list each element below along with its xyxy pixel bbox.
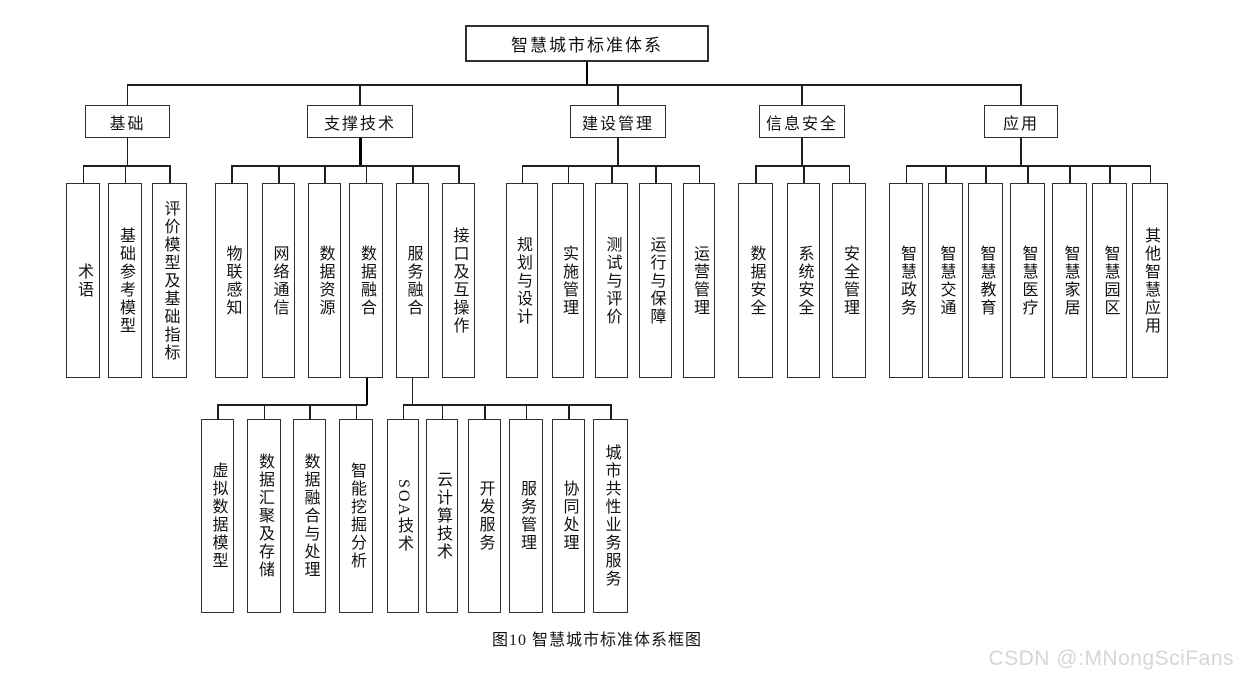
- node-terminology: 术语: [66, 183, 100, 378]
- connector: [124, 165, 126, 183]
- connector: [441, 404, 443, 419]
- branch-node-foundation: 基础: [85, 105, 170, 138]
- connector: [698, 165, 700, 183]
- connector: [309, 404, 311, 419]
- connector: [610, 404, 612, 419]
- connector: [1069, 165, 1071, 183]
- connector: [82, 165, 84, 183]
- connector: [848, 165, 850, 183]
- node-data-fusion-processing: 数据融合与处理: [293, 419, 326, 613]
- connector: [611, 165, 613, 183]
- branch-node-construction-mgmt: 建设管理: [570, 105, 666, 138]
- connector: [217, 404, 367, 406]
- watermark: CSDN @:MNongSciFans: [988, 647, 1234, 670]
- connector: [126, 138, 128, 166]
- node-smart-home: 智慧家居: [1052, 183, 1087, 378]
- connector: [568, 404, 570, 419]
- node-operation-support: 运行与保障: [639, 183, 672, 378]
- branch-node-support-tech: 支撑技术: [307, 105, 413, 138]
- node-collaborative-processing: 协同处理: [552, 419, 585, 613]
- connector: [801, 138, 803, 166]
- figure-caption: 图10 智慧城市标准体系框图: [491, 632, 702, 649]
- node-service-fusion: 服务融合: [396, 183, 429, 378]
- node-virtual-data-model: 虚拟数据模型: [201, 419, 234, 613]
- connector: [359, 138, 362, 166]
- node-soa-tech: SOA技术: [387, 419, 419, 613]
- node-development-service: 开发服务: [468, 419, 501, 613]
- node-security-mgmt: 安全管理: [832, 183, 866, 378]
- connector: [402, 404, 404, 419]
- connector: [365, 165, 367, 183]
- connector: [755, 165, 850, 167]
- connector: [169, 165, 171, 183]
- node-cloud-computing: 云计算技术: [426, 419, 458, 613]
- connector: [1020, 138, 1022, 166]
- node-smart-medical: 智慧医疗: [1010, 183, 1045, 378]
- connector: [525, 404, 527, 419]
- connector: [801, 84, 803, 105]
- connector: [278, 165, 280, 183]
- connector: [484, 404, 486, 419]
- node-other-smart-apps: 其他智慧应用: [1132, 183, 1168, 378]
- connector: [617, 138, 619, 166]
- connector: [1109, 165, 1111, 183]
- node-operations-mgmt: 运营管理: [683, 183, 715, 378]
- root-node: 智慧城市标准体系: [465, 25, 709, 62]
- node-interface-interop: 接口及互操作: [442, 183, 475, 378]
- connector: [355, 404, 357, 419]
- connector: [365, 378, 368, 405]
- node-service-mgmt: 服务管理: [509, 419, 543, 613]
- connector: [945, 165, 947, 183]
- node-implementation-mgmt: 实施管理: [552, 183, 584, 378]
- node-data-aggregation-storage: 数据汇聚及存储: [247, 419, 281, 613]
- node-planning-design: 规划与设计: [506, 183, 538, 378]
- connector: [126, 84, 1022, 86]
- node-data-fusion: 数据融合: [349, 183, 383, 378]
- node-city-common-business-service: 城市共性业务服务: [593, 419, 628, 613]
- node-evaluation-model: 评价模型及基础指标: [152, 183, 187, 378]
- connector: [411, 378, 414, 405]
- node-data-security: 数据安全: [738, 183, 773, 378]
- connector: [521, 165, 523, 183]
- node-testing-evaluation: 测试与评价: [595, 183, 628, 378]
- node-intelligent-mining: 智能挖掘分析: [339, 419, 373, 613]
- node-smart-education: 智慧教育: [968, 183, 1003, 378]
- node-reference-model: 基础参考模型: [108, 183, 142, 378]
- branch-node-info-security: 信息安全: [759, 105, 845, 138]
- connector: [655, 165, 657, 183]
- connector: [521, 165, 700, 167]
- node-smart-gov: 智慧政务: [889, 183, 923, 378]
- connector: [985, 165, 987, 183]
- connector: [126, 84, 128, 105]
- connector: [905, 165, 907, 183]
- connector: [458, 165, 460, 183]
- connector: [755, 165, 757, 183]
- connector: [586, 62, 588, 84]
- connector: [231, 165, 233, 183]
- node-data-resource: 数据资源: [308, 183, 341, 378]
- connector: [1020, 84, 1022, 105]
- connector: [1027, 165, 1029, 183]
- connector: [1149, 165, 1151, 183]
- connector: [803, 165, 805, 183]
- connector: [359, 84, 361, 105]
- node-network-comm: 网络通信: [262, 183, 295, 378]
- connector: [231, 165, 459, 167]
- connector: [324, 165, 326, 183]
- node-smart-transport: 智慧交通: [928, 183, 963, 378]
- node-system-security: 系统安全: [787, 183, 820, 378]
- node-iot-sensing: 物联感知: [215, 183, 248, 378]
- connector: [617, 84, 619, 105]
- connector: [402, 404, 611, 406]
- connector: [82, 165, 170, 167]
- connector: [412, 165, 414, 183]
- node-smart-park: 智慧园区: [1092, 183, 1127, 378]
- connector: [217, 404, 219, 419]
- connector: [567, 165, 569, 183]
- branch-node-application: 应用: [984, 105, 1058, 138]
- connector: [263, 404, 265, 419]
